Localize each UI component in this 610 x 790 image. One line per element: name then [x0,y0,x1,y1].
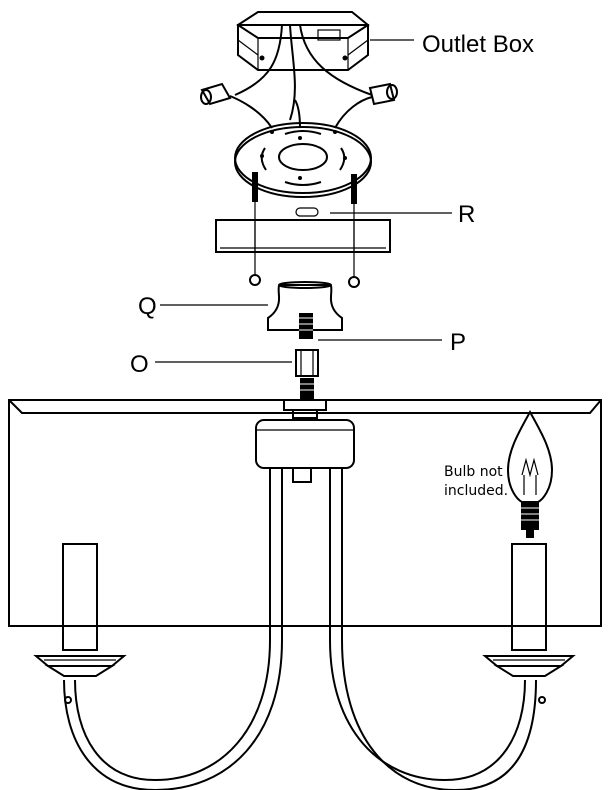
candle-right [482,543,576,704]
threaded-rod-p [299,313,313,339]
supply-wires [229,24,373,129]
wire-nut-right [368,82,398,106]
candle-bulb [506,409,554,538]
candle-left [33,543,127,704]
coupling-nut-o [295,349,319,400]
center-column [255,399,355,483]
q-label: Q [138,293,157,320]
wire-nut-left [200,82,232,106]
canopy [215,207,391,253]
outlet-box [236,11,370,71]
outlet-box-label: Outlet Box [422,31,534,58]
mounting-plate [234,122,372,198]
bulb-note-line1: Bulb not [444,464,503,480]
r-label: R [458,201,475,228]
bulb-note-line2: included. [444,483,508,499]
p-label: P [450,329,466,356]
arm-right [329,468,537,790]
o-label: O [130,351,149,378]
cap-nut-q [267,281,343,331]
